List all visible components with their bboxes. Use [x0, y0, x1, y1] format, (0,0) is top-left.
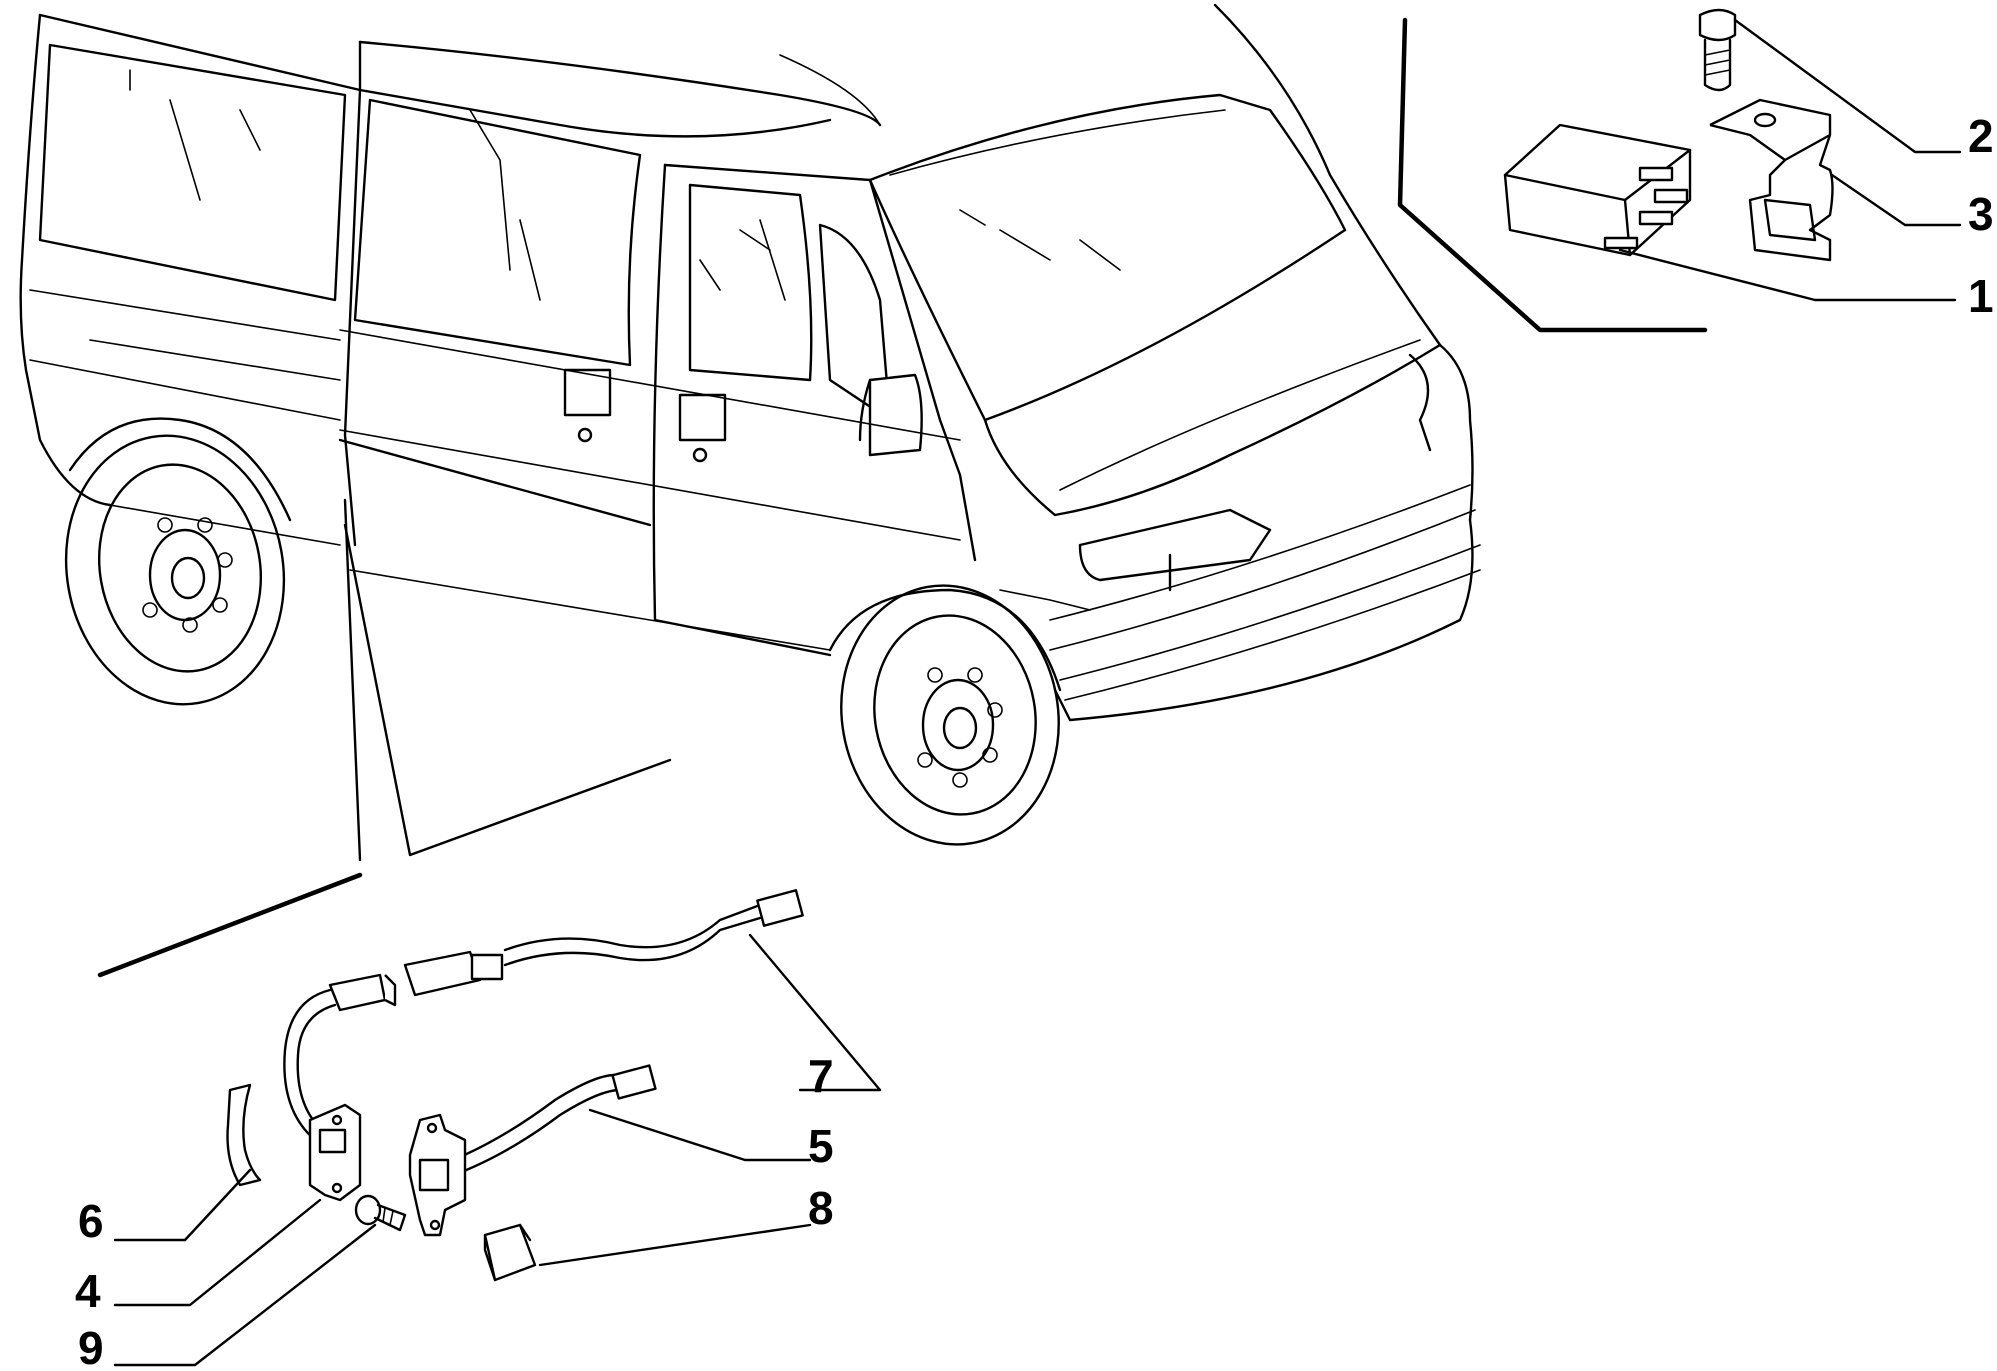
- relay-bolt: [1698, 8, 1737, 92]
- callout-8: 8: [808, 1182, 834, 1234]
- door-switch-left: [308, 1103, 362, 1202]
- callout-2: 2: [1968, 110, 1994, 162]
- wiring-harness: [283, 889, 804, 1182]
- callout-labels: 1 2 3 4 5 6 7 8 9: [75, 110, 1994, 1371]
- callout-4: 4: [75, 1265, 101, 1317]
- callout-3: 3: [1968, 188, 1994, 240]
- leader-lines: [113, 18, 1962, 1367]
- callout-6: 6: [78, 1195, 104, 1247]
- screw-part: [354, 1194, 407, 1232]
- grommet-part: [483, 1223, 537, 1282]
- clip-part: [226, 1083, 262, 1187]
- callout-7: 7: [808, 1050, 834, 1102]
- van-to-parts-pointer: [97, 498, 672, 978]
- door-switch-right: [408, 1113, 467, 1237]
- callout-9: 9: [78, 1322, 104, 1371]
- relay-bracket: [1709, 98, 1834, 262]
- callout-5: 5: [808, 1120, 834, 1172]
- van-illustration: [19, 3, 1481, 846]
- relay-module: [1503, 123, 1692, 257]
- callout-1: 1: [1968, 270, 1994, 322]
- relay-inset-bracket: [1397, 17, 1708, 333]
